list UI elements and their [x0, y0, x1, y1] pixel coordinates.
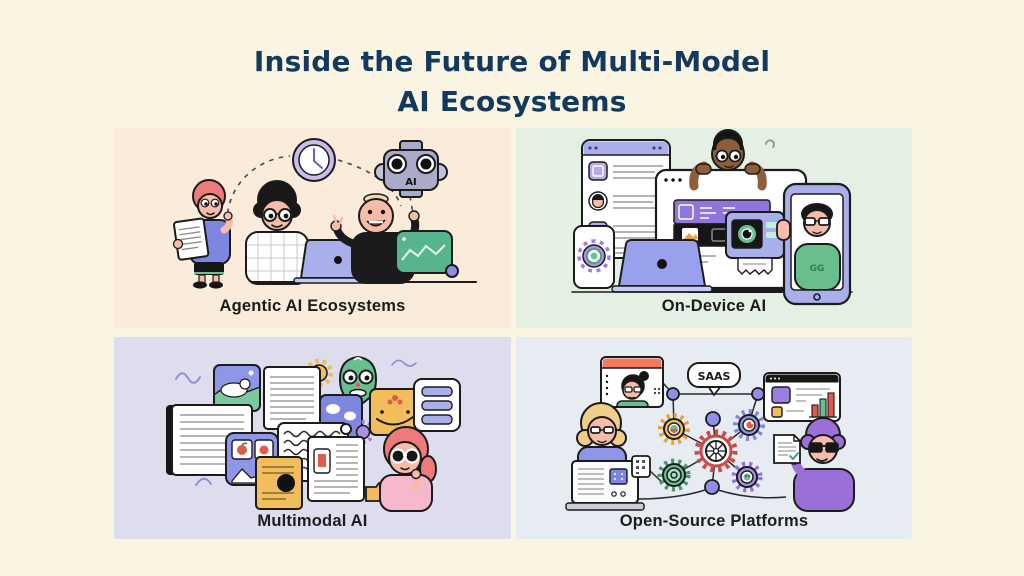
caption-opensource: Open-Source Platforms: [619, 512, 809, 530]
person-leaning: [689, 129, 775, 191]
dashed-connector: [226, 155, 414, 224]
person-purple-hair: [773, 417, 855, 512]
blue-gear-icon: [733, 409, 765, 441]
title-line-2: AI Ecosystems: [397, 85, 627, 118]
grid-card-icon: [631, 455, 651, 478]
panel-open-source: SAAS: [516, 337, 912, 539]
speech-bubble-icon: SAAS: [687, 362, 741, 397]
document-check-icon: [773, 434, 801, 464]
green-gear-icon: [657, 458, 691, 492]
laptop-icon: [611, 239, 713, 293]
report-document-icon: [307, 436, 365, 502]
page-title: Inside the Future of Multi-Model AI Ecos…: [0, 0, 1024, 122]
person-blonde-server: [565, 402, 651, 511]
camera-card-icon: [725, 211, 785, 275]
shirt-label: GG: [810, 264, 825, 274]
panel-on-device-ai: GG On-Device AI: [516, 128, 912, 328]
panel-grid: AI: [114, 128, 912, 539]
smartphone-icon: [573, 225, 615, 289]
agentic-illustration: AI: [172, 138, 477, 289]
caption-multimodal: Multimodal AI: [257, 512, 368, 530]
gear-icon: [304, 358, 334, 388]
caption-ondevice: On-Device AI: [661, 297, 767, 315]
node-dot: [704, 479, 720, 495]
title-line-1: Inside the Future of Multi-Model: [253, 45, 771, 78]
panel-multimodal-ai: Multimodal AI: [114, 337, 511, 539]
ondevice-illustration: GG: [571, 129, 853, 306]
buttons-card-icon: [413, 378, 461, 432]
opensource-illustration: SAAS: [565, 356, 855, 512]
orange-document-icon: [255, 456, 303, 510]
panel-agentic-ai: AI: [114, 128, 511, 328]
node-dot: [751, 387, 765, 401]
dashboard-icon: [763, 372, 841, 422]
person-pink-hair: [172, 179, 233, 289]
orange-gear-icon: [658, 413, 690, 445]
server-icon: [565, 460, 645, 511]
video-call-window-icon: [600, 356, 664, 408]
ai-chip-icon: AI: [374, 140, 448, 198]
caption-agentic: Agentic AI Ecosystems: [219, 297, 406, 315]
text-document-icon: [263, 366, 321, 430]
hand-grip: [776, 219, 791, 241]
clock-icon: [292, 138, 336, 182]
hub-gear-icon: [694, 429, 738, 473]
saas-label: SAAS: [698, 370, 731, 383]
gear-network-icon: [657, 409, 765, 495]
chart-card-icon: [395, 230, 459, 278]
node-dot: [705, 411, 721, 427]
video-call-phone-icon: GG: [776, 182, 852, 306]
multimodal-illustration: [166, 355, 461, 512]
ai-chip-label: AI: [405, 177, 416, 188]
node-dot: [666, 387, 680, 401]
purple-gear-icon: [731, 461, 763, 493]
person-pink-hair-sunglasses: [379, 426, 437, 512]
